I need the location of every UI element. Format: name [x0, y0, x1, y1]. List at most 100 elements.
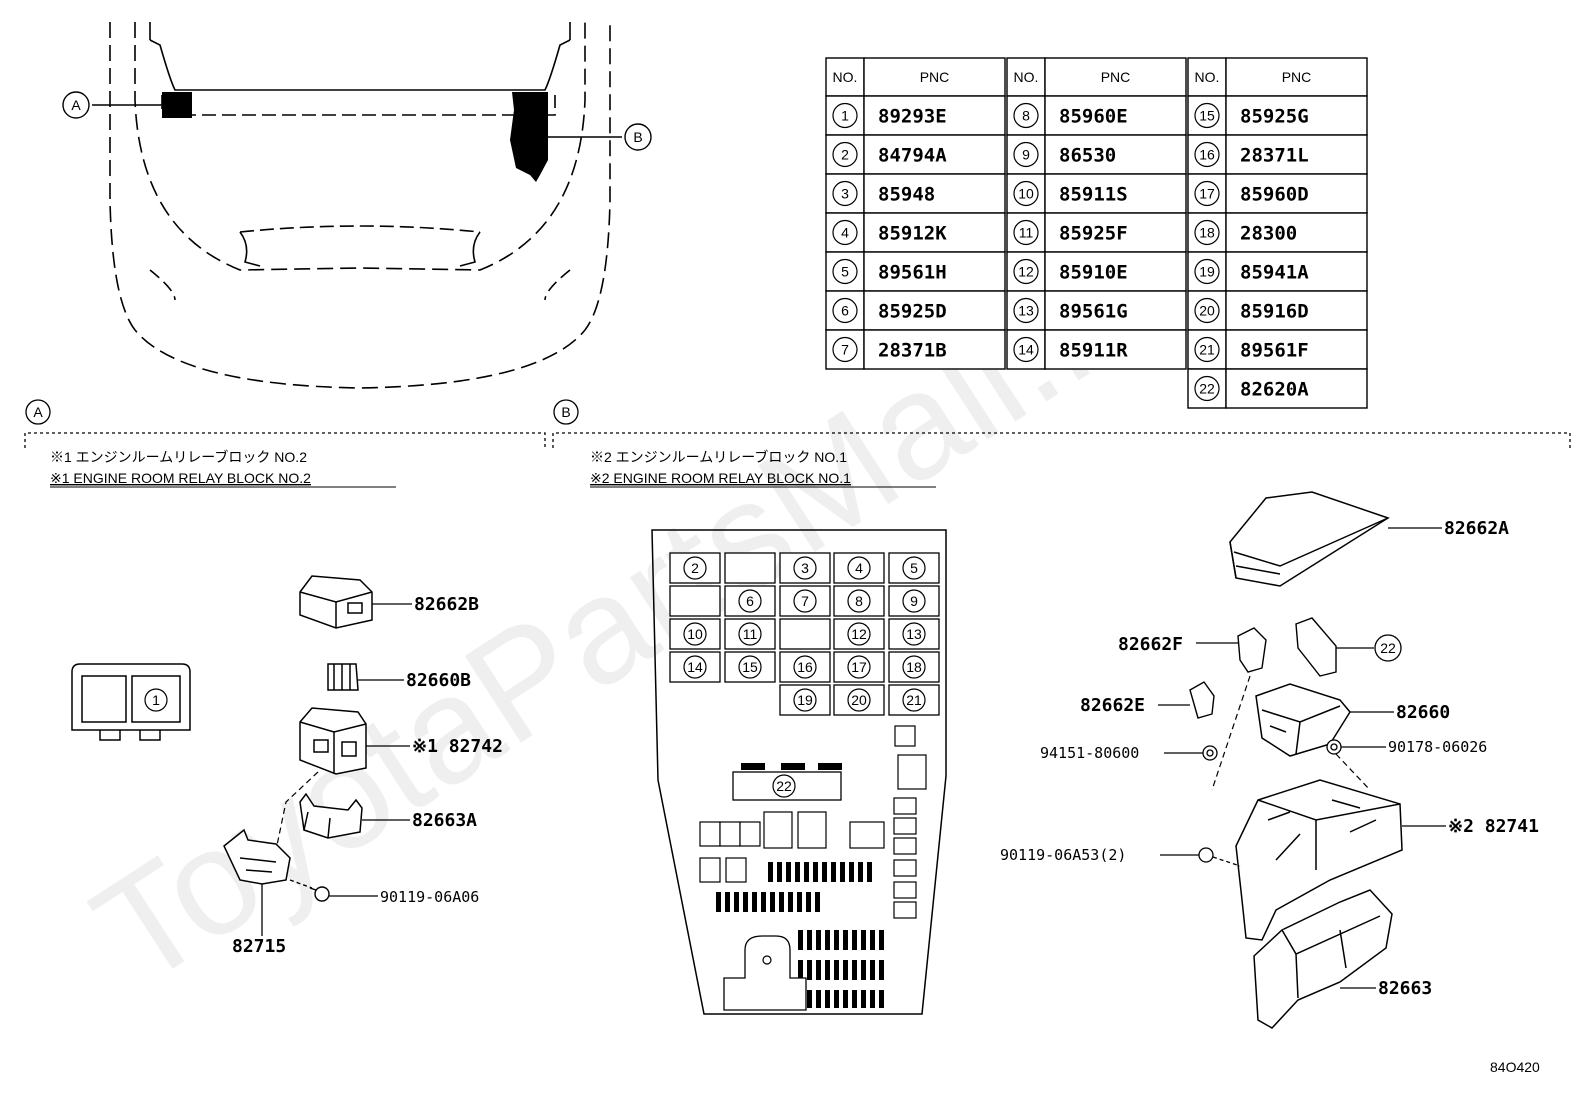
mini-fuse — [861, 960, 866, 980]
mini-fuse — [743, 892, 748, 912]
table-row-no-cell — [1187, 329, 1227, 370]
relay-slot — [763, 811, 793, 849]
mini-fuse — [861, 930, 866, 950]
fuse-terminal — [741, 763, 765, 770]
assembly-line-a — [275, 771, 319, 851]
part-82662a: 82662A — [1444, 518, 1509, 539]
fuse-marker — [793, 556, 817, 580]
relay-slot — [894, 725, 916, 747]
table-row-no-marker — [1013, 219, 1039, 246]
mini-fuse — [807, 960, 812, 980]
mini-fuse — [813, 862, 818, 882]
table-row-no: 10 — [1018, 186, 1034, 202]
mini-fuse — [825, 930, 830, 950]
fuse-marker — [683, 556, 707, 580]
part-82741: ※2 82741 — [1448, 816, 1539, 837]
mini-fuse — [852, 990, 857, 1008]
mini-fuse — [843, 990, 848, 1008]
section-b-label: B — [561, 404, 570, 420]
relay-slot — [849, 821, 885, 849]
table-row-no: 14 — [1018, 342, 1034, 358]
fuse-lower-area: 22 — [699, 725, 927, 1011]
table-row-pnc-cell — [1225, 329, 1368, 370]
mini-fuse — [786, 862, 791, 882]
table-row-no-cell — [1187, 290, 1227, 331]
fuse-slot — [724, 552, 776, 584]
table-row-pnc: 85925D — [878, 301, 947, 323]
location-marker-a — [62, 91, 90, 119]
lower-case-82663 — [1253, 889, 1393, 1029]
table-row-no: 18 — [1199, 225, 1215, 241]
mini-fuse — [825, 960, 830, 980]
mini-fuse — [849, 862, 854, 882]
table-row-no-cell — [1187, 173, 1227, 214]
mini-fuse — [843, 930, 848, 950]
mini-fuse — [861, 990, 866, 1008]
part-82715: 82715 — [232, 936, 286, 957]
relay-block-body-82741 — [1235, 779, 1403, 941]
fuse-marker — [902, 589, 926, 613]
part-82663: 82663 — [1378, 978, 1432, 999]
fuse-cell-5: 5 — [910, 560, 918, 576]
table-row-pnc: 89561F — [1240, 340, 1309, 362]
part-82662e: 82662E — [1080, 695, 1145, 716]
relay-block-body-82742 — [299, 707, 367, 775]
mini-fuse — [816, 930, 821, 950]
table-row-no-marker — [1194, 219, 1220, 246]
mini-fuse — [852, 960, 857, 980]
table-row-no-cell — [1006, 95, 1046, 136]
mini-fuse — [822, 862, 827, 882]
table-row-pnc-cell — [1044, 95, 1187, 136]
mini-fuse — [840, 862, 845, 882]
table-row-no: 12 — [1018, 264, 1034, 280]
fuse-cell-7: 7 — [801, 593, 809, 609]
fuse-cell-21: 21 — [906, 692, 922, 708]
section-b-note-jp: ※2 エンジンルームリレーブロック NO.1 — [590, 449, 847, 465]
table-row-no-cell — [1187, 212, 1227, 253]
table-row-no: 20 — [1199, 303, 1215, 319]
table-row-no-cell — [825, 173, 865, 214]
fuse-cell-6: 6 — [746, 593, 754, 609]
callout-22-marker — [1374, 634, 1402, 662]
fuse-cell-1 — [144, 688, 168, 712]
cover-82662f — [1237, 627, 1267, 673]
relay-slot — [893, 837, 917, 855]
mini-fuse — [806, 892, 811, 912]
table-row-no-marker — [1013, 336, 1039, 363]
table-row-pnc-cell — [863, 95, 1006, 136]
location-marker-b — [624, 123, 652, 151]
table-row-no: 4 — [841, 225, 849, 241]
table-row-pnc: 85960E — [1059, 106, 1128, 128]
table-row-pnc: 85948 — [878, 184, 935, 206]
table-row-no-marker — [1013, 102, 1039, 129]
fuse-marker — [847, 589, 871, 613]
mini-fuse — [777, 862, 782, 882]
table-row-no: 2 — [841, 147, 849, 163]
fuse-marker — [738, 589, 762, 613]
connector-82660 — [1255, 683, 1351, 757]
table-header-pnc: PNC — [920, 69, 950, 85]
table-header-pnc: PNC — [1101, 69, 1131, 85]
table-row-no-marker — [1013, 258, 1039, 285]
diagram-code: 84O420 — [1490, 1059, 1540, 1075]
part-82662b: 82662B — [414, 594, 479, 615]
bolt-90119-06a53 — [1198, 847, 1241, 867]
part-94151-80600: 94151-80600 — [1040, 744, 1139, 762]
fuse-cell-18: 18 — [906, 659, 922, 675]
table-row-no-marker — [1194, 180, 1220, 207]
part-82660: 82660 — [1396, 702, 1450, 723]
table-header-pnc: PNC — [1282, 69, 1312, 85]
table-row-pnc-cell — [1225, 290, 1368, 331]
table-row-no-marker — [832, 336, 858, 363]
table-row-no: 8 — [1022, 108, 1030, 124]
relay-part-22 — [1295, 617, 1337, 677]
table-row-pnc: 85911S — [1059, 184, 1128, 206]
mini-fuse — [725, 892, 730, 912]
fuse-cell-9: 9 — [910, 593, 918, 609]
table-row-no: 22 — [1199, 381, 1215, 397]
fuse-marker — [683, 622, 707, 646]
fuse-marker — [793, 688, 817, 712]
part-82742: ※1 82742 — [412, 736, 503, 757]
table-row-pnc: 82620A — [1240, 379, 1309, 401]
mini-fuse — [807, 930, 812, 950]
